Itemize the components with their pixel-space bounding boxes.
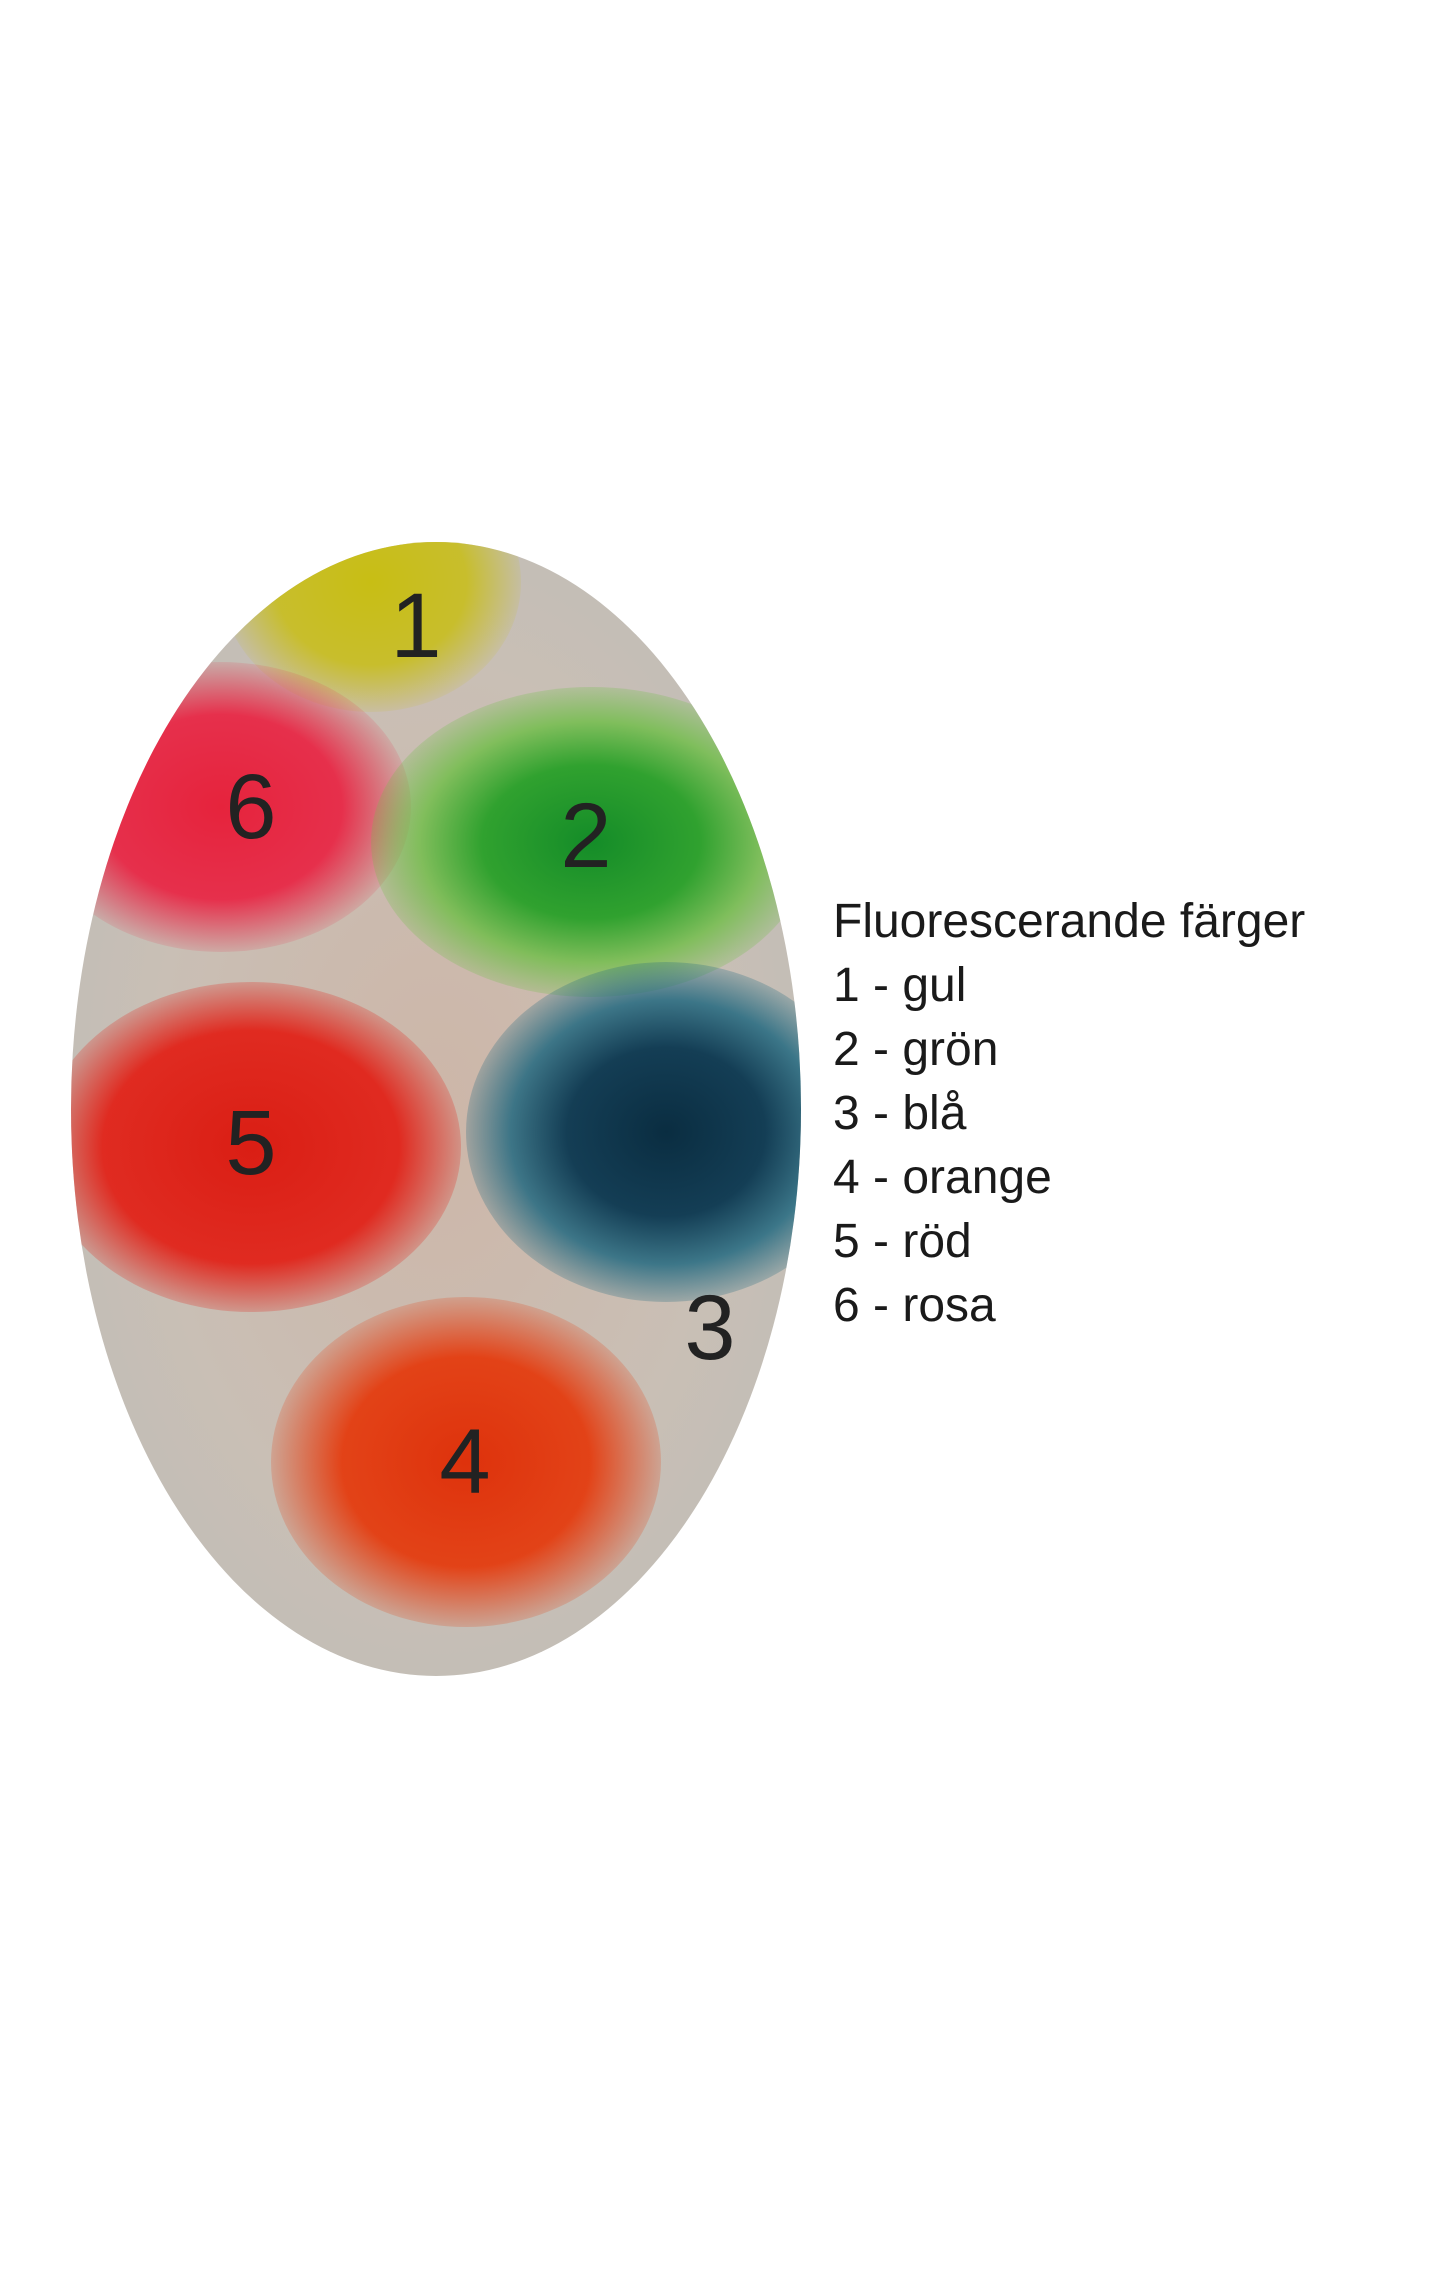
- spot-orange: [271, 1297, 661, 1627]
- legend-item: 4 - orange: [833, 1151, 1052, 1204]
- spot-label-2: 2: [560, 785, 612, 887]
- spot-label-6: 6: [225, 756, 277, 858]
- legend: Fluorescerande färger 1 - gul 2 - grön 3…: [833, 890, 1305, 1338]
- legend-item: 3 - blå: [833, 1087, 967, 1140]
- legend-item: 5 - röd: [833, 1215, 972, 1268]
- spot-label-4: 4: [439, 1411, 491, 1513]
- spot-green: [371, 687, 801, 997]
- spot-red: [71, 982, 461, 1312]
- plate-photo: [71, 542, 801, 1676]
- spot-blue: [466, 962, 801, 1302]
- legend-title: Fluorescerande färger: [833, 895, 1306, 948]
- legend-item: 1 - gul: [833, 959, 967, 1012]
- spot-pink: [71, 662, 411, 952]
- spot-label-1: 1: [390, 575, 442, 677]
- legend-item: 6 - rosa: [833, 1279, 996, 1332]
- spot-label-3: 3: [684, 1277, 736, 1379]
- spot-label-5: 5: [225, 1092, 277, 1194]
- legend-item: 2 - grön: [833, 1023, 999, 1076]
